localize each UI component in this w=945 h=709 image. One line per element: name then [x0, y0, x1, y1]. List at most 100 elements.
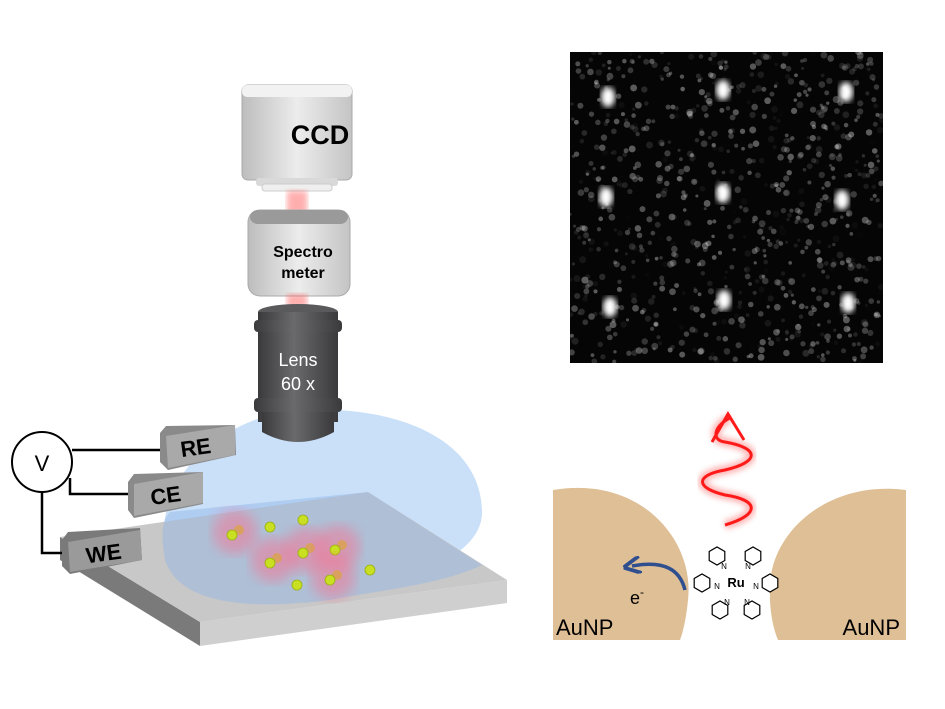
noise-speckle	[821, 287, 829, 295]
ce-label: CE	[149, 481, 183, 510]
noise-speckle	[612, 331, 618, 337]
noise-speckle	[697, 348, 704, 355]
noise-speckle	[847, 333, 853, 338]
noise-speckle	[641, 86, 648, 93]
noise-speckle	[785, 329, 789, 334]
noise-speckle	[860, 353, 867, 360]
noise-speckle	[758, 286, 765, 293]
noise-speckle	[845, 63, 851, 69]
noise-speckle	[837, 99, 844, 106]
noise-speckle	[806, 136, 810, 140]
noise-speckle	[805, 305, 809, 310]
noise-speckle	[796, 101, 804, 109]
noise-speckle	[739, 205, 743, 209]
noise-speckle	[867, 256, 874, 263]
noise-speckle	[600, 354, 606, 360]
noise-speckle	[581, 130, 588, 136]
noise-speckle	[691, 178, 698, 185]
noise-speckle	[816, 109, 822, 116]
noise-speckle	[634, 161, 642, 169]
noise-speckle	[617, 230, 623, 237]
pyridine-ring	[693, 573, 711, 593]
noise-speckle	[708, 355, 714, 361]
noise-speckle	[677, 148, 681, 152]
noise-speckle	[773, 328, 780, 336]
noise-speckle	[606, 72, 614, 80]
noise-speckle	[784, 73, 791, 80]
noise-speckle	[853, 358, 857, 362]
noise-speckle	[599, 311, 604, 316]
noise-speckle	[861, 319, 868, 326]
counter-electrode: CE	[128, 472, 203, 518]
noise-speckle	[763, 259, 769, 265]
noise-speckle	[623, 148, 629, 154]
noise-speckle	[784, 330, 790, 336]
noise-speckle	[872, 193, 877, 198]
noise-speckle	[814, 212, 818, 216]
noise-speckle	[799, 79, 805, 86]
noise-speckle	[728, 129, 733, 134]
noise-speckle	[767, 337, 771, 341]
noise-speckle	[676, 175, 683, 182]
voltmeter	[11, 431, 73, 493]
emission-spot	[717, 290, 731, 310]
nanoparticle	[297, 547, 309, 559]
noise-speckle	[613, 261, 620, 268]
noise-speckle	[625, 318, 630, 322]
noise-speckle	[663, 66, 670, 73]
noise-speckle	[796, 215, 801, 220]
noise-speckle	[749, 63, 757, 70]
noise-speckle	[570, 349, 575, 356]
noise-speckle	[839, 260, 845, 266]
noise-speckle	[734, 186, 741, 194]
noise-speckle	[641, 347, 649, 355]
pyridine-ring	[743, 600, 761, 620]
noise-speckle	[709, 72, 717, 80]
noise-speckle	[836, 333, 843, 339]
lens-label-2: 60 x	[281, 374, 315, 394]
noise-speckle	[786, 218, 790, 222]
noise-speckle	[769, 91, 775, 97]
noise-speckle	[595, 176, 602, 182]
noise-speckle	[826, 77, 833, 85]
noise-speckle	[599, 273, 606, 281]
noise-speckle	[696, 262, 701, 267]
noise-speckle	[748, 353, 754, 359]
noise-speckle	[751, 158, 756, 164]
noise-speckle	[842, 111, 850, 119]
noise-speckle	[780, 63, 787, 70]
emission-wave-arrow	[698, 411, 756, 530]
noise-speckle	[821, 220, 828, 228]
noise-speckle	[797, 153, 803, 160]
noise-speckle	[820, 332, 825, 337]
noise-speckle	[689, 157, 695, 163]
noise-speckle	[583, 187, 590, 193]
noise-speckle	[570, 336, 573, 341]
noise-speckle	[848, 131, 855, 138]
noise-speckle	[738, 175, 744, 181]
noise-speckle	[689, 304, 696, 311]
noise-speckle	[653, 321, 659, 327]
noise-speckle	[856, 82, 859, 85]
noise-speckle	[814, 248, 821, 255]
noise-speckle	[872, 121, 878, 127]
noise-speckle	[813, 158, 820, 165]
noise-speckle	[758, 224, 765, 231]
noise-speckle	[783, 175, 790, 182]
reference-electrode: RE	[160, 425, 236, 470]
noise-speckle	[768, 226, 773, 231]
noise-speckle	[579, 225, 586, 231]
noise-speckle	[613, 350, 617, 354]
noise-speckle	[872, 78, 876, 82]
noise-speckle	[593, 177, 597, 181]
noise-speckle	[595, 119, 601, 126]
noise-speckle	[794, 73, 798, 78]
noise-speckle	[821, 123, 827, 130]
noise-speckle	[831, 121, 836, 126]
noise-speckle	[834, 144, 840, 150]
noise-speckle	[774, 126, 778, 130]
noise-speckle	[820, 356, 826, 363]
noise-speckle	[645, 118, 652, 125]
noise-speckle	[835, 154, 843, 162]
